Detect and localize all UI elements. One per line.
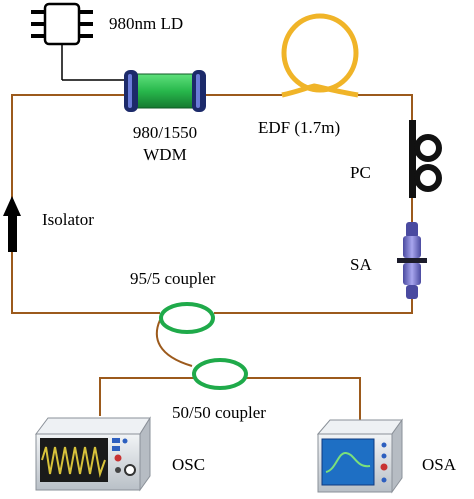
osc-label: OSC: [172, 455, 205, 474]
fiber-right-lower: [214, 298, 413, 314]
saturable-absorber: [397, 222, 427, 299]
pc-label: PC: [350, 163, 371, 182]
isolator-arrow: [3, 196, 21, 252]
coupler-95-5-ring: [159, 302, 215, 334]
sa-label: SA: [350, 255, 372, 274]
osa-label: OSA: [422, 455, 457, 474]
ld-label: 980nm LD: [109, 14, 183, 33]
fiber-top-left: [11, 94, 128, 235]
laser-diode: [31, 2, 128, 81]
osa-trace: [325, 452, 371, 473]
fiber-bottom-left: [11, 235, 160, 314]
fiber-to-osa: [246, 377, 361, 422]
ld-chip-pins: [31, 10, 93, 38]
edf-coil: [281, 13, 359, 98]
oscilloscope: [35, 416, 151, 492]
polarization-controller: [409, 120, 442, 198]
coupler-95-5-label: 95/5 coupler: [130, 269, 216, 288]
optical-spectrum-analyzer: [316, 418, 403, 494]
osa-screen: [321, 438, 375, 486]
ld-chip-body: [43, 2, 81, 46]
wdm-label-line2: WDM: [143, 145, 186, 164]
fiber-to-splitter: [155, 319, 193, 367]
coupler-50-50-label: 50/50 coupler: [172, 403, 266, 422]
fiber-top-right: [358, 94, 413, 120]
main-fiber-loop: [11, 94, 413, 422]
wdm-label-line1: 980/1550: [133, 123, 197, 142]
coupler-50-50-ring: [192, 358, 248, 390]
isolator-label: Isolator: [42, 210, 94, 229]
wdm-coupler: [124, 70, 206, 112]
edf-label: EDF (1.7m): [258, 118, 340, 137]
fiber-to-osc: [99, 377, 194, 416]
osc-trace: [41, 446, 106, 478]
